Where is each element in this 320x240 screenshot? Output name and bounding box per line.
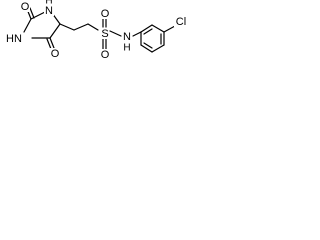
atom-o-s-upper: O [101, 8, 110, 20]
atom-o-s-lower: O [101, 49, 110, 61]
bond-ar2-ar3 [151, 24, 165, 33]
bond-n-ring [132, 31, 142, 37]
bond-ar4-ar5 [151, 44, 165, 53]
bond-ar-cl [163, 25, 176, 33]
atom-labels: O N H HN O S O O N H Cl [5, 0, 189, 61]
bond-c2-o-top-b [29, 7, 35, 19]
atom-hn-ring-left: HN [6, 33, 22, 45]
atom-h-ring-top: H [45, 0, 52, 7]
side-chain-bonds [59, 17, 142, 50]
hydantoin-ring-bonds [23, 7, 61, 50]
atom-s: S [101, 28, 108, 40]
bond-ch2a-ch2b [73, 23, 89, 31]
atom-n-ring-top: N [45, 5, 53, 17]
atom-o-top: O [21, 1, 30, 13]
atom-cl: Cl [176, 16, 186, 28]
chemical-structure-diagram: O N H HN O S O O N H Cl [5, 0, 189, 61]
bond-ch2b-s [87, 23, 99, 31]
bond-ar1-ar2 [140, 24, 153, 33]
bond-c4-c5 [49, 23, 61, 39]
atom-o-bottom: O [51, 48, 60, 60]
bond-n1-c2 [23, 18, 32, 33]
bond-ar-inner-3 [143, 42, 153, 49]
bond-c5-o-bottom-b [46, 38, 52, 50]
bond-c4-ch2a [59, 23, 75, 31]
bond-ar-inner-1 [143, 28, 153, 35]
atom-h-amide: H [123, 43, 130, 54]
benzene-ring-bonds [140, 24, 176, 53]
bond-c5-o-bottom-a [49, 37, 55, 49]
bond-s-n [109, 30, 122, 37]
atom-n-amide: N [123, 31, 131, 43]
bond-ar5-ar6 [140, 44, 153, 53]
